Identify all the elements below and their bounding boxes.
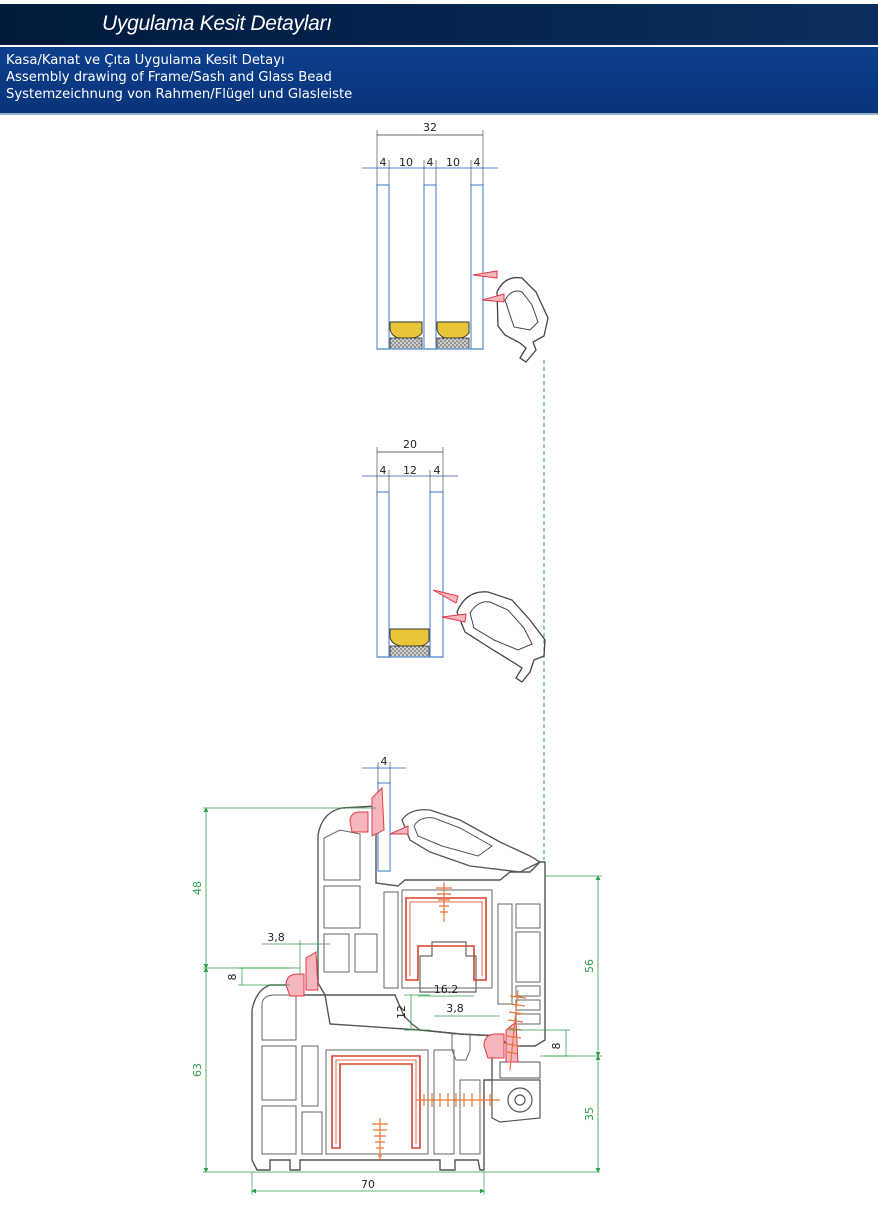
spacer-bar <box>436 321 470 339</box>
glazing-gasket <box>371 786 385 837</box>
sash-reinforcement <box>405 897 487 981</box>
dim-triple-part: 10 <box>399 156 413 169</box>
subtitle-bar: Kasa/Kanat ve Çıta Uygulama Kesit Detayı… <box>0 47 878 113</box>
dim-double-part: 4 <box>380 464 387 477</box>
dim-frame-height: 48 <box>191 881 204 895</box>
dim-reinforcement-width: 16.2 <box>434 983 459 996</box>
screw <box>416 1093 500 1107</box>
glass-bead-profile <box>456 591 546 683</box>
dim-lower-height: 63 <box>191 1063 204 1077</box>
secondary-seal <box>389 645 430 658</box>
dim-rebate-height: 12 <box>395 1005 408 1019</box>
screw <box>372 1118 388 1160</box>
dim-triple-part: 4 <box>427 156 434 169</box>
dim-sash-gap: 8 <box>550 1043 563 1050</box>
frame-sash-assembly: 4 <box>191 755 602 1195</box>
dim-triple-part: 4 <box>380 156 387 169</box>
frame-gasket <box>285 973 305 997</box>
page-title: Uygulama Kesit Detayları <box>102 12 332 35</box>
double-glazing-section: 20 4 12 4 <box>362 438 546 683</box>
dim-double-part: 4 <box>434 464 441 477</box>
dim-sash-offset: 3,8 <box>267 931 285 944</box>
dim-sash-height: 56 <box>583 959 596 973</box>
hinge-body <box>491 1079 541 1123</box>
glazing-gasket <box>441 613 467 623</box>
dim-hinge-height: 35 <box>583 1107 596 1121</box>
dim-triple-part: 4 <box>474 156 481 169</box>
glazing-gasket <box>481 293 505 303</box>
dim-triple-total: 32 <box>423 121 437 134</box>
glazing-gasket <box>472 270 498 279</box>
frame-reinforcement <box>331 1055 421 1149</box>
frame-gasket <box>305 951 319 991</box>
dim-gasket-height: 8 <box>226 974 239 981</box>
header-rule <box>0 113 878 115</box>
center-gasket <box>483 1033 505 1059</box>
glass-pane <box>423 184 437 350</box>
sash-gasket <box>349 811 369 833</box>
glass-bead-chamber <box>413 817 493 857</box>
dim-frame-depth: 70 <box>361 1178 375 1191</box>
hinge-roller <box>507 1087 533 1113</box>
glass-pane <box>429 491 444 658</box>
glass-bead-chamber <box>469 601 533 651</box>
glass-bead-profile <box>401 809 542 873</box>
secondary-seal <box>389 337 423 350</box>
subtitle-english: Assembly drawing of Frame/Sash and Glass… <box>6 70 332 85</box>
dim-triple-part: 10 <box>446 156 460 169</box>
triple-glazing-section: 32 4 10 4 10 4 <box>362 121 549 363</box>
subtitle-turkish: Kasa/Kanat ve Çıta Uygulama Kesit Detayı <box>6 53 285 68</box>
glass-pane <box>376 184 390 350</box>
glazing-gasket <box>389 825 409 835</box>
glazing-gasket <box>432 589 459 604</box>
dim-inner-offset: 3,8 <box>446 1002 464 1015</box>
dim-glass-thickness: 4 <box>381 755 388 768</box>
screw <box>436 882 452 922</box>
glass-pane <box>376 491 390 658</box>
glass-bead-profile <box>496 276 549 363</box>
spacer-bar <box>389 628 430 647</box>
dim-double-total: 20 <box>403 438 417 451</box>
sash-profile <box>317 805 546 1047</box>
spacer-bar <box>389 321 423 339</box>
dim-double-part: 12 <box>403 464 417 477</box>
glass-pane <box>470 184 484 350</box>
secondary-seal <box>436 337 470 350</box>
title-bar: Uygulama Kesit Detayları <box>0 4 878 45</box>
glass-bead-chamber <box>504 290 539 331</box>
subtitle-german: Systemzeichnung von Rahmen/Flügel und Gl… <box>6 87 353 102</box>
